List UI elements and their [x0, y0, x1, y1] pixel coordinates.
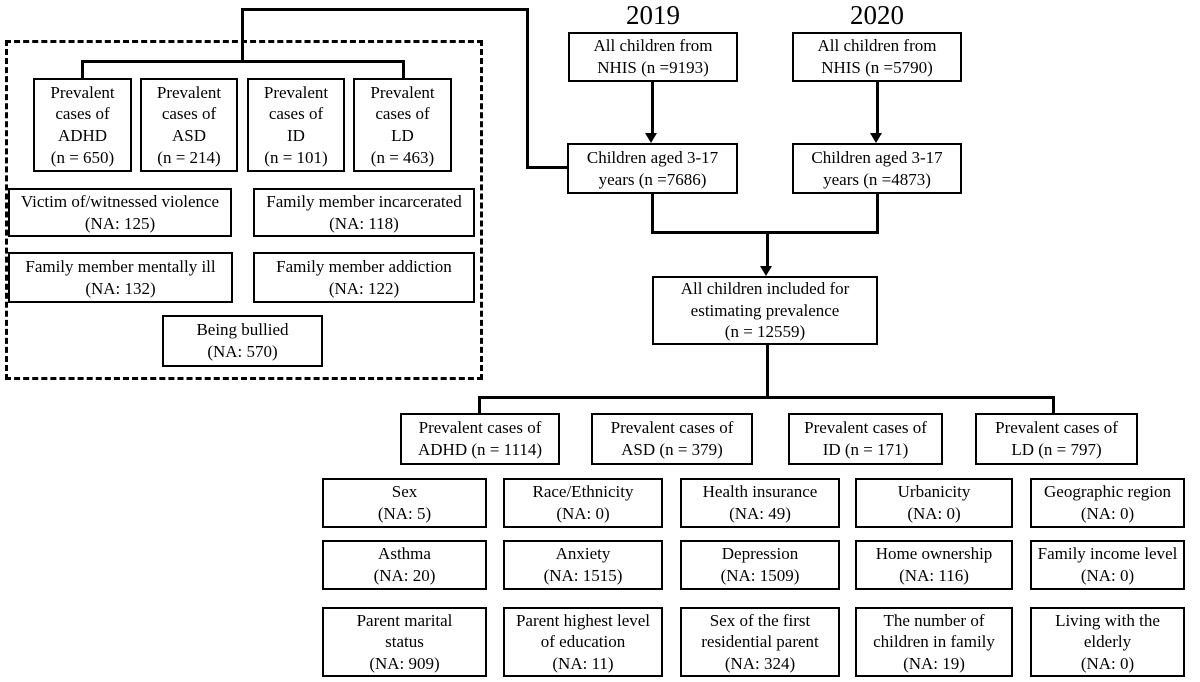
box-covariate-urbanicity: Urbanicity (NA: 0)	[855, 478, 1013, 528]
box-covariate-living-elderly: Living with the elderly (NA: 0)	[1030, 607, 1185, 677]
ace-dashed-panel	[5, 40, 483, 380]
connector-ace-bracket	[81, 60, 405, 63]
box-all-children-included: All children included for estimating pre…	[652, 276, 878, 345]
box-children-aged-2020: Children aged 3-17 years (n =4873)	[792, 143, 962, 194]
connector-prevalence-drop-left	[478, 396, 481, 413]
connector-ace-bracket-drop-right	[402, 60, 405, 78]
connector-nhis2019-to-aged	[651, 82, 654, 135]
box-prevalent-id-combined: Prevalent cases of ID (n = 171)	[788, 413, 943, 465]
connector-merge-right	[876, 194, 879, 234]
box-covariate-parent-marital-status: Parent marital status (NA: 909)	[322, 607, 487, 677]
box-covariate-sex: Sex (NA: 5)	[322, 478, 487, 528]
box-ace-prevalent-adhd: Prevalent cases of ADHD (n = 650)	[33, 78, 132, 172]
connector-merge-horizontal	[651, 231, 879, 234]
box-ace-prevalent-asd: Prevalent cases of ASD (n = 214)	[140, 78, 238, 172]
connector-ace-bracket-drop-left	[81, 60, 84, 78]
box-prevalent-ld-combined: Prevalent cases of LD (n = 797)	[975, 413, 1138, 465]
box-covariate-home-ownership: Home ownership (NA: 116)	[855, 540, 1013, 590]
arrowhead-aged-2020	[870, 133, 882, 143]
connector-prevalence-bracket	[478, 396, 1055, 399]
box-nhis-2020: All children from NHIS (n =5790)	[792, 32, 962, 82]
box-ace-prevalent-ld: Prevalent cases of LD (n = 463)	[353, 78, 452, 172]
box-covariate-parent-education: Parent highest level of education (NA: 1…	[503, 607, 663, 677]
box-ace-family-incarcerated: Family member incarcerated (NA: 118)	[253, 188, 475, 237]
box-ace-family-mentally-ill: Family member mentally ill (NA: 132)	[8, 252, 233, 303]
connector-ace-stem	[241, 8, 244, 63]
connector-nhis2020-to-aged	[876, 82, 879, 135]
box-covariate-family-income: Family income level (NA: 0)	[1030, 540, 1185, 590]
box-ace-being-bullied: Being bullied (NA: 570)	[162, 315, 323, 367]
box-covariate-anxiety: Anxiety (NA: 1515)	[503, 540, 663, 590]
connector-merge-stem	[766, 231, 769, 268]
connector-prevalence-drop-right	[1052, 396, 1055, 413]
box-covariate-asthma: Asthma (NA: 20)	[322, 540, 487, 590]
connector-top-elbow-into-aged2019	[526, 166, 567, 169]
box-nhis-2019: All children from NHIS (n =9193)	[568, 32, 738, 82]
connector-top-elbow-horizontal	[241, 8, 529, 11]
box-ace-victim-violence: Victim of/witnessed violence (NA: 125)	[8, 188, 232, 237]
year-label-2020: 2020	[850, 0, 904, 30]
arrowhead-aged-2019	[645, 133, 657, 143]
box-ace-prevalent-id: Prevalent cases of ID (n = 101)	[247, 78, 345, 172]
box-covariate-children-number: The number of children in family (NA: 19…	[855, 607, 1013, 677]
box-ace-family-addiction: Family member addiction (NA: 122)	[253, 252, 475, 303]
box-covariate-depression: Depression (NA: 1509)	[680, 540, 840, 590]
box-covariate-first-parent-sex: Sex of the first residential parent (NA:…	[680, 607, 840, 677]
connector-top-elbow-vertical	[526, 8, 529, 169]
year-label-2019: 2019	[626, 0, 680, 30]
box-prevalent-asd-combined: Prevalent cases of ASD (n = 379)	[591, 413, 753, 465]
box-covariate-race-ethnicity: Race/Ethnicity (NA: 0)	[503, 478, 663, 528]
box-covariate-health-insurance: Health insurance (NA: 49)	[680, 478, 840, 528]
connector-included-stem	[766, 345, 769, 399]
box-children-aged-2019: Children aged 3-17 years (n =7686)	[567, 143, 738, 194]
connector-merge-left	[651, 194, 654, 234]
arrowhead-included	[760, 266, 772, 276]
box-prevalent-adhd-combined: Prevalent cases of ADHD (n = 1114)	[400, 413, 560, 465]
box-covariate-geographic-region: Geographic region (NA: 0)	[1030, 478, 1185, 528]
